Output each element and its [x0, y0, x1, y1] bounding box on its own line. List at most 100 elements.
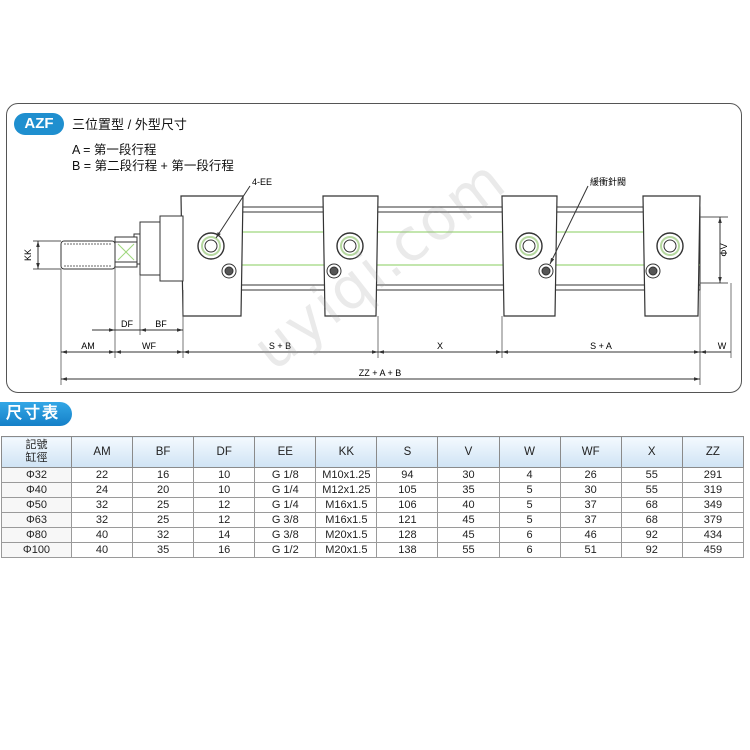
table-cell: 5 — [498, 512, 561, 528]
table-cell: 55 — [437, 542, 500, 558]
table-cell: M16x1.5 — [315, 497, 378, 513]
corner-bottom: 缸徑 — [25, 452, 48, 464]
screw-icon — [645, 263, 661, 279]
port-icon — [656, 232, 684, 260]
table-cell: 25 — [132, 512, 195, 528]
table-cell: G 1/8 — [254, 467, 317, 483]
table-cell: 6 — [498, 527, 561, 543]
port-icon — [515, 232, 543, 260]
table-cell: M20x1.5 — [315, 527, 378, 543]
table-cell: 30 — [559, 482, 622, 498]
port-icon — [197, 232, 225, 260]
am-label: AM — [81, 341, 95, 351]
table-cell: 45 — [437, 527, 500, 543]
df-label: DF — [121, 319, 133, 329]
table-cell: 16 — [132, 467, 195, 483]
piston-rod — [60, 236, 138, 270]
corner-top: 記號 — [25, 439, 48, 451]
table-cell: 37 — [559, 497, 622, 513]
table-cell: 46 — [559, 527, 622, 543]
table-cell: 12 — [193, 497, 256, 513]
table-cell: 37 — [559, 512, 622, 528]
table-cell: 55 — [620, 467, 683, 483]
table-cell: 459 — [681, 542, 745, 558]
column-header: S — [376, 436, 439, 468]
note-b: B = 第二段行程 + 第一段行程 — [72, 159, 234, 173]
table-cell: M10x1.25 — [315, 467, 378, 483]
w-label: W — [718, 341, 727, 351]
table-cell: 5 — [498, 497, 561, 513]
port-icons — [197, 232, 684, 260]
table-cell: M12x1.25 — [315, 482, 378, 498]
table-cell: M20x1.5 — [315, 542, 378, 558]
table-cell: 5 — [498, 482, 561, 498]
table-cell: 68 — [620, 512, 683, 528]
table-cell: 40 — [437, 497, 500, 513]
column-header: KK — [315, 436, 378, 468]
screw-icon — [326, 263, 342, 279]
table-cell: G 3/8 — [254, 512, 317, 528]
table-cell: 35 — [437, 482, 500, 498]
table-cell: 128 — [376, 527, 439, 543]
table-cell: 106 — [376, 497, 439, 513]
bore-cell: Φ80 — [1, 527, 72, 543]
column-header: V — [437, 436, 500, 468]
table-cell: 434 — [681, 527, 745, 543]
front-flange — [133, 215, 184, 282]
table-cell: 68 — [620, 497, 683, 513]
column-header: AM — [70, 436, 134, 468]
table-cell: 32 — [132, 527, 195, 543]
s-b-label: S + B — [269, 341, 291, 351]
wf-label: WF — [142, 341, 156, 351]
column-header: DF — [193, 436, 256, 468]
table-cell: 4 — [498, 467, 561, 483]
guide-lines — [183, 231, 700, 266]
table-cell: 10 — [193, 482, 256, 498]
screw-icon — [221, 263, 237, 279]
column-header: W — [498, 436, 561, 468]
bore-cell: Φ40 — [1, 482, 72, 498]
drawing-title: 三位置型 / 外型尺寸 — [72, 117, 187, 132]
cushion-label: 緩衝針閥 — [590, 176, 626, 187]
bore-cell: Φ100 — [1, 542, 72, 558]
column-header: EE — [254, 436, 317, 468]
bf-label: BF — [155, 319, 167, 329]
column-header: WF — [559, 436, 622, 468]
table-cell: 12 — [193, 512, 256, 528]
phi-v-label: ΦV — [719, 243, 729, 256]
table-cell: 16 — [193, 542, 256, 558]
table-cell: 24 — [70, 482, 134, 498]
table-cell: 92 — [620, 542, 683, 558]
table-cell: 35 — [132, 542, 195, 558]
table-cell: G 1/4 — [254, 482, 317, 498]
table-cell: G 1/4 — [254, 497, 317, 513]
bore-cell: Φ63 — [1, 512, 72, 528]
table-cell: 40 — [70, 527, 134, 543]
bore-cell: Φ50 — [1, 497, 72, 513]
table-cell: 10 — [193, 467, 256, 483]
table-cell: 51 — [559, 542, 622, 558]
column-header: BF — [132, 436, 195, 468]
table-cell: 291 — [681, 467, 745, 483]
table-cell: 319 — [681, 482, 745, 498]
table-cell: 32 — [70, 512, 134, 528]
table-cell: M16x1.5 — [315, 512, 378, 528]
table-cell: 32 — [70, 497, 134, 513]
table-cell: 349 — [681, 497, 745, 513]
table-cell: 105 — [376, 482, 439, 498]
cushion-screw-icons — [221, 263, 661, 279]
table-cell: 379 — [681, 512, 745, 528]
table-cell: 40 — [70, 542, 134, 558]
table-cell: 25 — [132, 497, 195, 513]
table-cell: 121 — [376, 512, 439, 528]
corner-header: 記號 缸徑 — [1, 436, 72, 468]
total-label: ZZ + A + B — [359, 368, 402, 378]
